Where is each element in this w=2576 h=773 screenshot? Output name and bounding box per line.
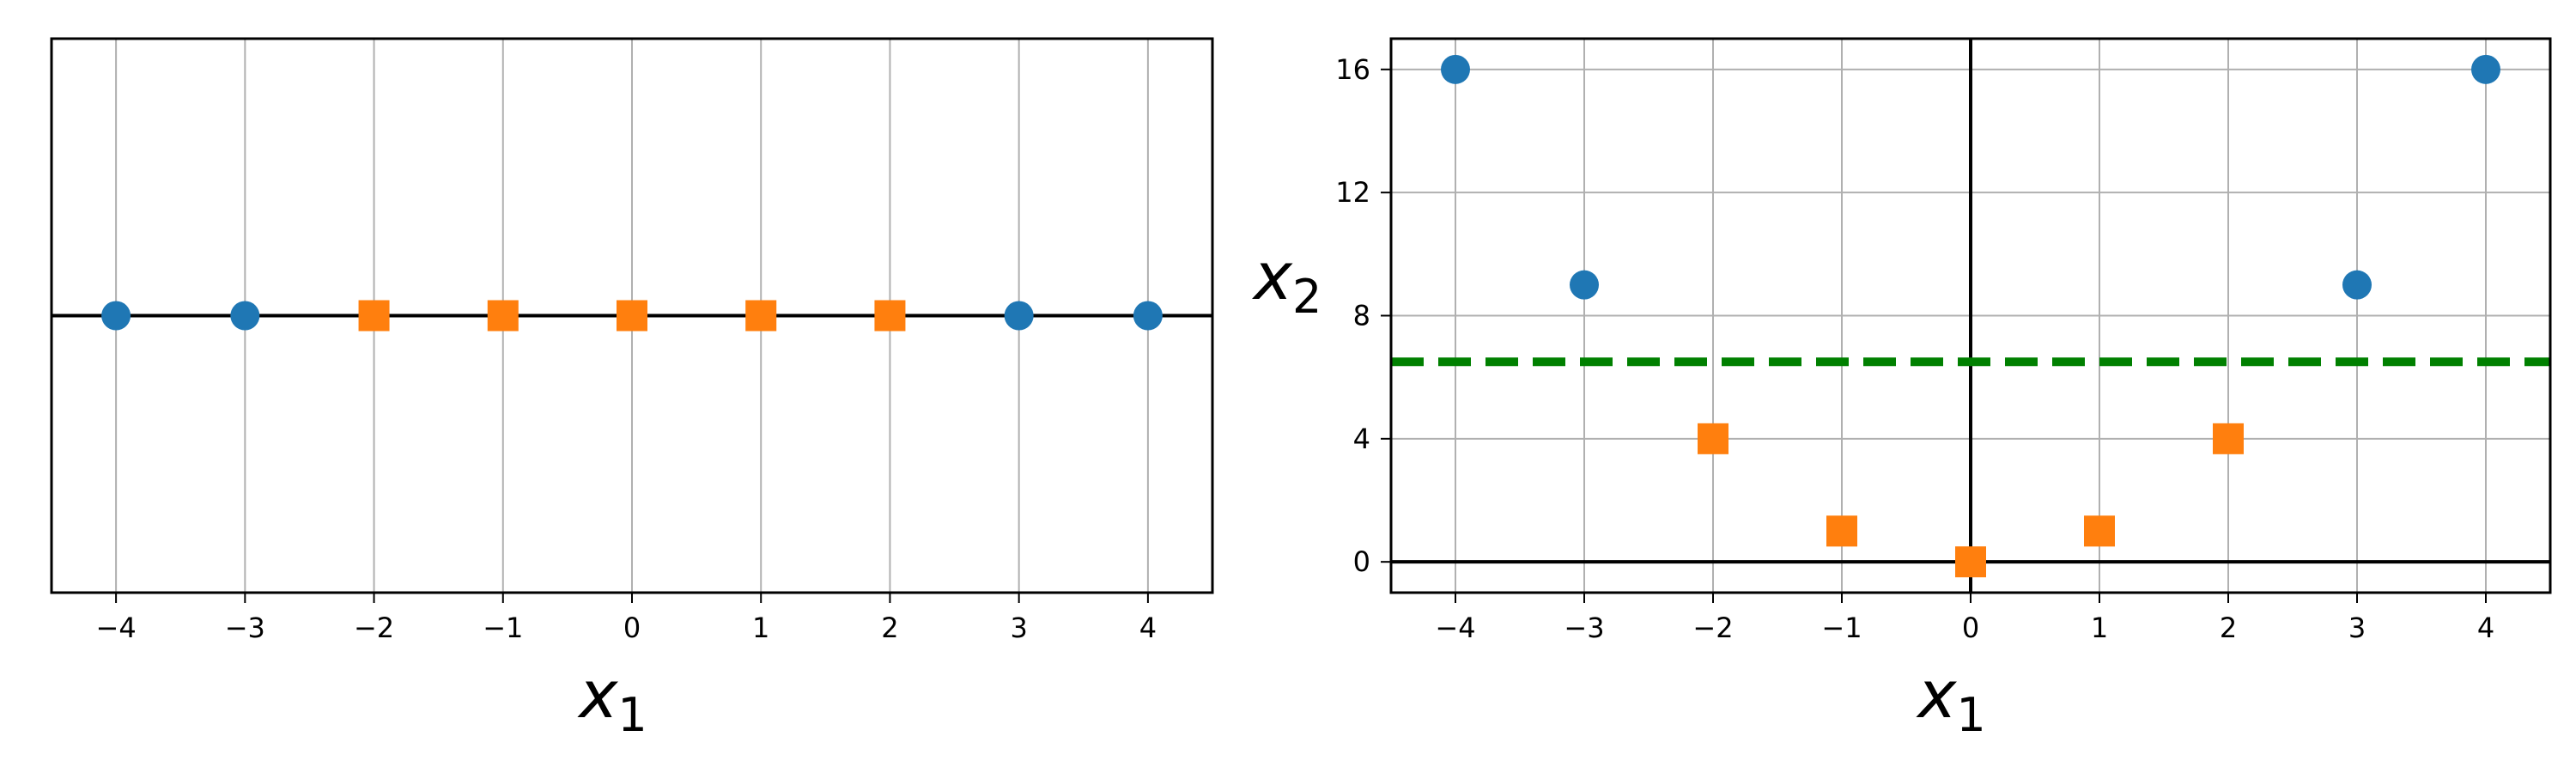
- left-xtick-label-2: −2: [354, 612, 394, 644]
- right-point-circle-1: [1570, 270, 1599, 300]
- right-point-square-0: [1698, 423, 1728, 454]
- left-xtick-label-5: 1: [752, 612, 769, 644]
- right-xlabel-subscript: 1: [1956, 688, 1985, 742]
- right-xtick-label-4: 0: [1962, 612, 1979, 644]
- left-point-square-0: [358, 300, 390, 332]
- left-xtick-label-8: 4: [1139, 612, 1157, 644]
- left-xtick-label-0: −4: [96, 612, 137, 644]
- right-ylabel-subscript: 2: [1292, 270, 1321, 324]
- left-point-square-2: [617, 300, 647, 332]
- right-xtick-label-7: 3: [2348, 612, 2366, 644]
- right-ytick-label-4: 16: [1335, 53, 1370, 86]
- left-xlabel: x1: [577, 656, 647, 742]
- right-ytick-label-3: 12: [1335, 176, 1370, 209]
- left-xtick-label-4: 0: [623, 612, 641, 644]
- left-xlabel-text: x: [577, 656, 618, 733]
- right-xlabel-text: x: [1916, 656, 1957, 733]
- right-xtick-label-2: −2: [1692, 612, 1733, 644]
- right-xtick-label-1: −3: [1564, 612, 1604, 644]
- left-point-circle-1: [230, 301, 260, 331]
- left-point-circle-2: [1004, 301, 1034, 331]
- right-xtick-label-0: −4: [1435, 612, 1475, 644]
- left-point-square-1: [487, 300, 519, 332]
- right-point-square-4: [2213, 423, 2244, 454]
- left-xlabel-subscript: 1: [617, 688, 647, 742]
- left-xtick-label-6: 2: [881, 612, 898, 644]
- left-xtick-label-3: −1: [483, 612, 523, 644]
- right-point-circle-0: [1441, 54, 1470, 84]
- right-xtick-label-8: 4: [2477, 612, 2494, 644]
- right-ylabel-text: x: [1252, 238, 1293, 314]
- right-xtick-label-3: −1: [1821, 612, 1862, 644]
- right-xtick-label-6: 2: [2220, 612, 2237, 644]
- right-ytick-label-1: 4: [1353, 423, 1370, 455]
- left-point-square-4: [874, 300, 906, 332]
- left-xtick-label-1: −3: [225, 612, 265, 644]
- right-ylabel: x2: [1252, 238, 1321, 324]
- right-point-circle-3: [2471, 54, 2500, 84]
- right-point-square-2: [1955, 546, 1986, 578]
- left-point-square-3: [745, 300, 777, 332]
- left-point-circle-3: [1133, 301, 1163, 331]
- right-point-square-1: [1826, 515, 1857, 547]
- right-xtick-label-5: 1: [2091, 612, 2108, 644]
- left-xtick-label-7: 3: [1010, 612, 1027, 644]
- left-point-circle-0: [101, 301, 131, 331]
- right-xlabel: x1: [1916, 656, 1985, 742]
- right-ytick-label-2: 8: [1353, 300, 1370, 332]
- right-ytick-label-0: 0: [1353, 545, 1370, 578]
- right-point-circle-2: [2342, 270, 2372, 300]
- right-point-square-3: [2084, 515, 2115, 547]
